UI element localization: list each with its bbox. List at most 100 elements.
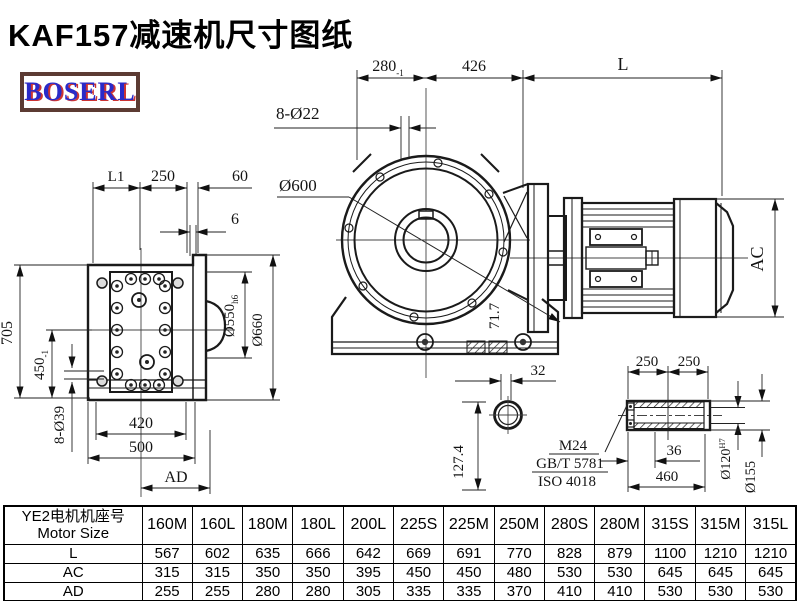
section-dimensions — [455, 374, 556, 491]
dim-label-d155: Ø155 — [743, 461, 759, 493]
dim-label-460: 460 — [656, 469, 679, 485]
value-cell: 315 — [141, 562, 193, 583]
label-iso-4018: ISO 4018 — [538, 474, 596, 490]
value-cell: 645 — [745, 562, 797, 583]
dim-label-6: 6 — [231, 211, 239, 228]
row-label: AD — [3, 581, 143, 601]
dim-label-side-250: 250 — [151, 168, 175, 185]
value-cell: 1210 — [745, 543, 797, 564]
dim-label-420: 420 — [129, 415, 153, 432]
value-cell: 280 — [292, 581, 344, 601]
row-label: AC — [3, 562, 143, 583]
dim-label-d600: Ø600 — [279, 176, 317, 195]
boserl-logo: BOSERL — [20, 72, 140, 112]
dim-label-8-d22: 8-Ø22 — [276, 104, 319, 123]
value-cell: 530 — [543, 562, 596, 583]
value-cell: 635 — [242, 543, 294, 564]
value-cell: 828 — [543, 543, 596, 564]
dim-label-500: 500 — [129, 439, 153, 456]
motor-size-header: YE2电机机座号 Motor Size — [3, 505, 143, 545]
col-header: 315S — [644, 505, 696, 545]
value-cell: 410 — [543, 581, 596, 601]
ac-dimension — [676, 198, 784, 318]
dim-label-shaft-250a: 250 — [636, 354, 659, 370]
value-cell: 450 — [392, 562, 445, 583]
value-cell: 666 — [292, 543, 344, 564]
value-cell: 370 — [493, 581, 545, 601]
value-cell: 255 — [141, 581, 193, 601]
value-cell: 1100 — [644, 543, 696, 564]
output-shaft-detail — [618, 399, 722, 432]
row-label: L — [3, 543, 143, 564]
dim-label-L: L — [618, 54, 629, 74]
shaft-section-view — [489, 396, 527, 434]
value-cell: 879 — [594, 543, 646, 564]
col-header: 180M — [242, 505, 294, 545]
value-cell: 530 — [745, 581, 797, 601]
dim-label-705: 705 — [0, 321, 16, 345]
shaft-dimensions — [532, 366, 770, 492]
col-header: 225M — [443, 505, 495, 545]
col-header: 225S — [392, 505, 445, 545]
table-row-L: L 567 602 635 666 642 669 691 770 828 87… — [3, 543, 797, 564]
dim-label-450: 450-1 — [32, 350, 50, 380]
dim-label-d660: Ø660 — [250, 313, 266, 346]
value-cell: 530 — [694, 581, 747, 601]
value-cell: 1210 — [694, 543, 747, 564]
value-cell: 315 — [191, 562, 244, 583]
dim-label-280: 280-1 — [372, 58, 404, 78]
value-cell: 645 — [644, 562, 696, 583]
technical-drawing: 280-1 426 L 8-Ø22 Ø600 71.7 — [0, 54, 784, 497]
boserl-logo-text: BOSERL — [24, 77, 136, 106]
col-header: 160M — [141, 505, 193, 545]
dim-label-AC: AC — [747, 246, 767, 271]
value-cell: 255 — [191, 581, 244, 601]
value-cell: 335 — [443, 581, 495, 601]
dim-label-L1: L1 — [108, 169, 125, 185]
value-cell: 280 — [242, 581, 294, 601]
table-row-AD: AD 255 255 280 280 305 335 335 370 410 4… — [3, 581, 797, 601]
value-cell: 450 — [443, 562, 495, 583]
value-cell: 335 — [392, 581, 445, 601]
value-cell: 645 — [694, 562, 747, 583]
gearbox-side-view — [80, 248, 235, 497]
dim-label-AD: AD — [164, 469, 187, 486]
value-cell: 350 — [242, 562, 294, 583]
value-cell: 770 — [493, 543, 545, 564]
dim-label-60: 60 — [232, 168, 248, 185]
motor-size-header-cn: YE2电机机座号 — [21, 508, 125, 526]
value-cell: 410 — [594, 581, 646, 601]
value-cell: 480 — [493, 562, 545, 583]
value-cell: 305 — [342, 581, 394, 601]
value-cell: 567 — [141, 543, 193, 564]
label-gbt-5781: GB/T 5781 — [536, 456, 604, 472]
gearbox-front-view — [330, 88, 560, 378]
dim-label-d550: Ø550h6 — [222, 294, 240, 337]
label-m24: M24 — [559, 438, 588, 454]
dim-label-8-d39: 8-Ø39 — [52, 406, 68, 444]
d600-leader — [277, 196, 561, 323]
value-cell: 642 — [342, 543, 394, 564]
col-header: 315M — [694, 505, 747, 545]
bolt-holes-dim — [274, 116, 436, 159]
dim-label-36: 36 — [667, 443, 683, 459]
page-title: KAF157减速机尺寸图纸 — [8, 18, 354, 53]
dim-label-32: 32 — [531, 363, 546, 379]
col-header: 180L — [292, 505, 344, 545]
dimension-table-wrap: YE2电机机座号 Motor Size 160M 160L 180M 180L … — [3, 505, 797, 601]
value-cell: 691 — [443, 543, 495, 564]
dim-label-shaft-250b: 250 — [678, 354, 701, 370]
value-cell: 669 — [392, 543, 445, 564]
value-cell: 530 — [594, 562, 646, 583]
dim-label-d120: Ø120H7 — [717, 438, 734, 480]
dimension-table: YE2电机机座号 Motor Size 160M 160L 180M 180L … — [3, 505, 797, 601]
table-row-AC: AC 315 315 350 350 395 450 450 480 530 5… — [3, 562, 797, 583]
col-header: 250M — [493, 505, 545, 545]
motor-size-header-en: Motor Size — [37, 525, 110, 543]
dim-label-71-7: 71.7 — [487, 302, 503, 329]
col-header: 200L — [342, 505, 394, 545]
col-header: 280M — [594, 505, 646, 545]
value-cell: 530 — [644, 581, 696, 601]
col-header: 315L — [745, 505, 797, 545]
